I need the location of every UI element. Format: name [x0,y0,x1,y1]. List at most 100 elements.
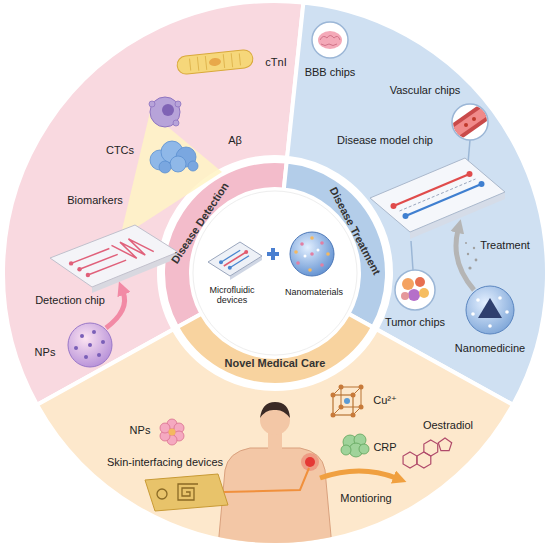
copper-lattice-icon [359,405,364,410]
tumor-icon [401,292,409,300]
brain-icon [320,36,340,41]
brain-icon [312,22,348,58]
molecule-structure [403,452,417,468]
tumor-cell-icon [149,97,181,127]
microfluidic-device-icon [219,260,223,264]
copper-lattice-icon [341,387,361,407]
vessel-icon [445,101,495,163]
brain-icon [321,44,337,46]
chip-label: Vascular chips [390,84,461,97]
copper-lattice-icon [351,413,356,418]
center-label: Microfluidic devices [200,285,264,306]
organ-chip-icon [467,171,473,177]
copper-lattice-icon [333,395,353,415]
organ-chip-icon [394,174,470,206]
cardiomyocyte-icon [176,49,253,75]
copper-lattice-icon [339,405,344,410]
nanomaterial-sphere [320,241,324,245]
copper-lattice-icon [331,385,364,418]
detection-chip-icon [88,260,126,275]
nanoparticle-cage [160,419,184,445]
monitoring-arrow [320,471,396,478]
center-disc [193,191,357,355]
wearable-sensor-icon [224,468,309,492]
nanomaterial-sphere [317,249,320,252]
biomarker-label: CTCs [106,144,134,157]
flow-arrow [106,292,125,328]
nanoparticle-sphere [68,323,112,367]
tumor-icon [402,278,414,290]
protein-blob-icon [341,434,369,457]
person-figure [218,448,332,547]
detection-chip-icon [50,225,178,293]
cardiomyocyte-icon [239,53,240,65]
chip-label: BBB chips [305,66,356,79]
cardiomyocyte-icon [231,53,232,67]
microfluidic-device-icon [221,250,240,262]
analyte-label: CRP [373,441,396,454]
nanoparticle-cage [160,423,170,433]
nanomaterial-sphere [320,263,324,267]
nanoparticle-sphere [74,346,78,350]
cardiomyocyte-icon [223,54,224,68]
microfluidic-device-icon [230,256,249,268]
person-figure [218,402,332,547]
detection-chip-icon [71,249,109,264]
wearable-sensor-icon [178,484,198,500]
nanomedicine-sphere [498,296,502,300]
person-figure [260,402,290,418]
amyloid-cluster-icon [159,161,171,173]
flow-arrow [106,292,125,328]
nanomedicine-sphere [505,310,509,314]
cardiomyocyte-icon [176,49,253,75]
wearable-sensor-icon [157,489,167,499]
material-label: NPs [130,424,151,437]
microfluidic-device-icon [244,250,248,254]
treatment-arrow [475,259,478,262]
detection-chip-icon [86,273,90,277]
analyte-label: Oestradiol [423,419,473,432]
treatment-arrow [456,230,477,290]
device-label: Disease model chip [337,134,433,147]
chip-label: Tumor chips [385,316,445,329]
detection-chip-icon [50,225,178,287]
nanomaterial-sphere [296,261,300,265]
protein-blob-icon [359,444,369,454]
nanomedicine-sphere [466,286,514,334]
tumor-cell-icon [173,120,179,126]
copper-lattice-icon [339,385,344,390]
protein-blob-icon [341,445,351,455]
person-figure [301,453,319,471]
section-title: Disease Detection [169,180,232,266]
person-figure [305,457,315,467]
vessel-icon [445,101,495,143]
organ-chip-icon [479,181,485,187]
nanomedicine-sphere [471,312,475,316]
nanomaterial-sphere [290,232,334,276]
tumor-icon [419,288,429,298]
amyloid-cluster-icon [188,161,198,171]
nanomaterial-sphere [310,252,314,256]
nanomedicine-sphere [476,298,480,302]
detection-chip-icon [77,267,81,271]
detection-chip-icon [112,239,154,258]
center-label: Nanomaterials [285,287,343,297]
nanoparticle-sphere [92,330,96,334]
monitoring-arrow [320,471,396,478]
vessel-icon [447,104,492,140]
vessel-icon [464,123,468,127]
microfluidic-device-icon [208,242,262,280]
group-label: Biomarkers [67,194,123,207]
section-title: Disease Treatment [327,185,383,277]
nanomedicine-sphere [488,324,492,328]
nanomaterial-sphere [300,242,304,246]
tumor-icon [395,241,435,310]
molecule-structure [438,438,451,451]
brain-icon [312,22,348,58]
amyloid-cluster-icon [170,156,186,172]
tumor-icon [395,270,435,310]
organ-chip-icon [370,158,505,232]
nanomaterial-sphere [290,232,334,276]
